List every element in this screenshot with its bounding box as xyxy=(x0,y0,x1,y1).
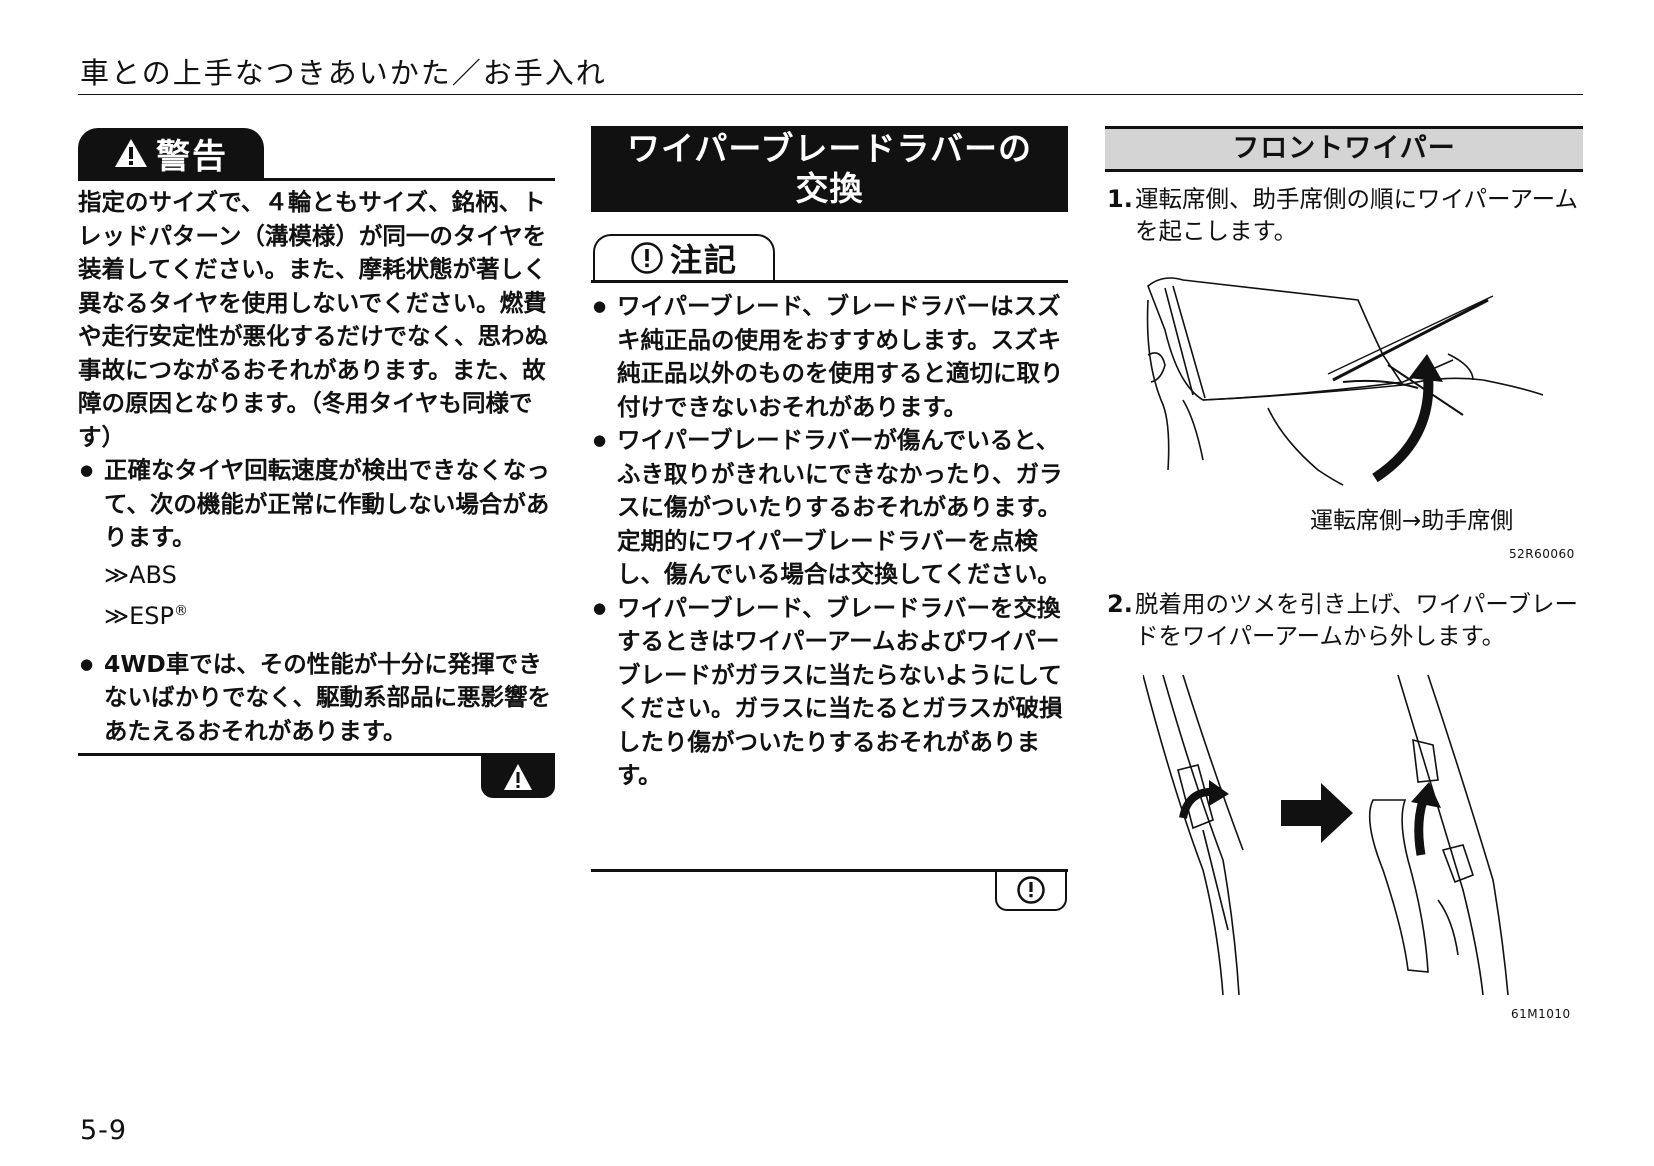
front-wiper-heading: フロントワイパー xyxy=(1105,126,1583,172)
warning-tab: 警告 xyxy=(78,128,264,178)
caution-exclamation-icon xyxy=(631,242,663,274)
page-number: 5-9 xyxy=(80,1115,128,1146)
header-rule xyxy=(78,94,1583,95)
step-number: 2. xyxy=(1107,590,1133,618)
caution-tab-label: 注記 xyxy=(669,241,738,279)
warning-triangle-icon xyxy=(504,764,532,790)
warning-bullet-text: 4WD車では、その性能が十分に発揮できないばかりでなく、駆動系部品に悪影響をあた… xyxy=(104,649,551,745)
caution-end-tab xyxy=(995,871,1067,911)
caution-rule-bottom xyxy=(591,869,1068,872)
blade-removal-illustration xyxy=(1143,674,1509,995)
registered-mark: ® xyxy=(174,602,188,619)
warning-body: 指定のサイズで、４輪ともサイズ、銘柄、トレッドパターン（溝模様）が同一のタイヤを… xyxy=(78,186,558,748)
step-1: 1. 運転席側、助手席側の順にワイパーアームを起こします。 xyxy=(1105,183,1585,247)
warning-rule-top xyxy=(78,178,555,181)
function-list: ≫ABS ≫ESP® xyxy=(104,557,558,634)
caution-exclamation-icon xyxy=(1017,876,1045,904)
step-text: 脱着用のツメを引き上げ、ワイパーブレードをワイパーアームから外します。 xyxy=(1135,590,1578,650)
section-heading: ワイパーブレードラバーの 交換 xyxy=(591,126,1068,212)
caution-bullet: ワイパーブレード、ブレードラバーはスズキ純正品の使用をおすすめします。スズキ純正… xyxy=(591,290,1071,424)
caution-rule-top xyxy=(591,280,1068,283)
warning-tab-label: 警告 xyxy=(156,136,228,177)
caution-body: ワイパーブレード、ブレードラバーはスズキ純正品の使用をおすすめします。スズキ純正… xyxy=(591,290,1071,793)
section-heading-line2: 交換 xyxy=(795,169,864,208)
wiper-arm-raise-illustration xyxy=(1146,277,1543,486)
function-item-esp: ≫ESP xyxy=(104,601,174,630)
warning-triangle-icon xyxy=(115,139,147,167)
figure-1-caption: 運転席側→助手席側 xyxy=(1310,508,1514,534)
step-text: 運転席側、助手席側の順にワイパーアームを起こします。 xyxy=(1135,185,1578,245)
warning-bullet-text: 正確なタイヤ回転速度が検出できなくなって、次の機能が正常に作動しない場合がありま… xyxy=(104,456,550,551)
step-2: 2. 脱着用のツメを引き上げ、ワイパーブレードをワイパーアームから外します。 xyxy=(1105,588,1585,652)
figure-2-code: 61M1010 xyxy=(1511,1007,1571,1021)
warning-bullet: 4WD車では、その性能が十分に発揮できないばかりでなく、駆動系部品に悪影響をあた… xyxy=(78,648,558,749)
caution-bullet: ワイパーブレード、ブレードラバーを交換するときはワイパーアームおよびワイパーブレ… xyxy=(591,592,1071,793)
caution-bullet: ワイパーブレードラバーが傷んでいると、ふき取りがきれいにできなかったり、ガラスに… xyxy=(591,424,1071,592)
page-header-title: 車との上手なつきあいかた／お手入れ xyxy=(80,56,607,90)
warning-end-tab xyxy=(481,756,555,798)
section-heading-line1: ワイパーブレードラバーの xyxy=(626,129,1033,168)
caution-bullet-list: ワイパーブレード、ブレードラバーはスズキ純正品の使用をおすすめします。スズキ純正… xyxy=(591,290,1071,793)
caution-tab: 注記 xyxy=(593,234,775,280)
function-item-abs: ≫ABS xyxy=(104,560,177,589)
warning-rule-bottom xyxy=(78,753,555,756)
figure-1-code: 52R60060 xyxy=(1509,547,1575,561)
warning-paragraph: 指定のサイズで、４輪ともサイズ、銘柄、トレッドパターン（溝模様）が同一のタイヤを… xyxy=(78,188,548,451)
warning-bullet-list: 正確なタイヤ回転速度が検出できなくなって、次の機能が正常に作動しない場合がありま… xyxy=(78,454,558,748)
step-number: 1. xyxy=(1107,185,1133,213)
warning-bullet: 正確なタイヤ回転速度が検出できなくなって、次の機能が正常に作動しない場合がありま… xyxy=(78,454,558,648)
